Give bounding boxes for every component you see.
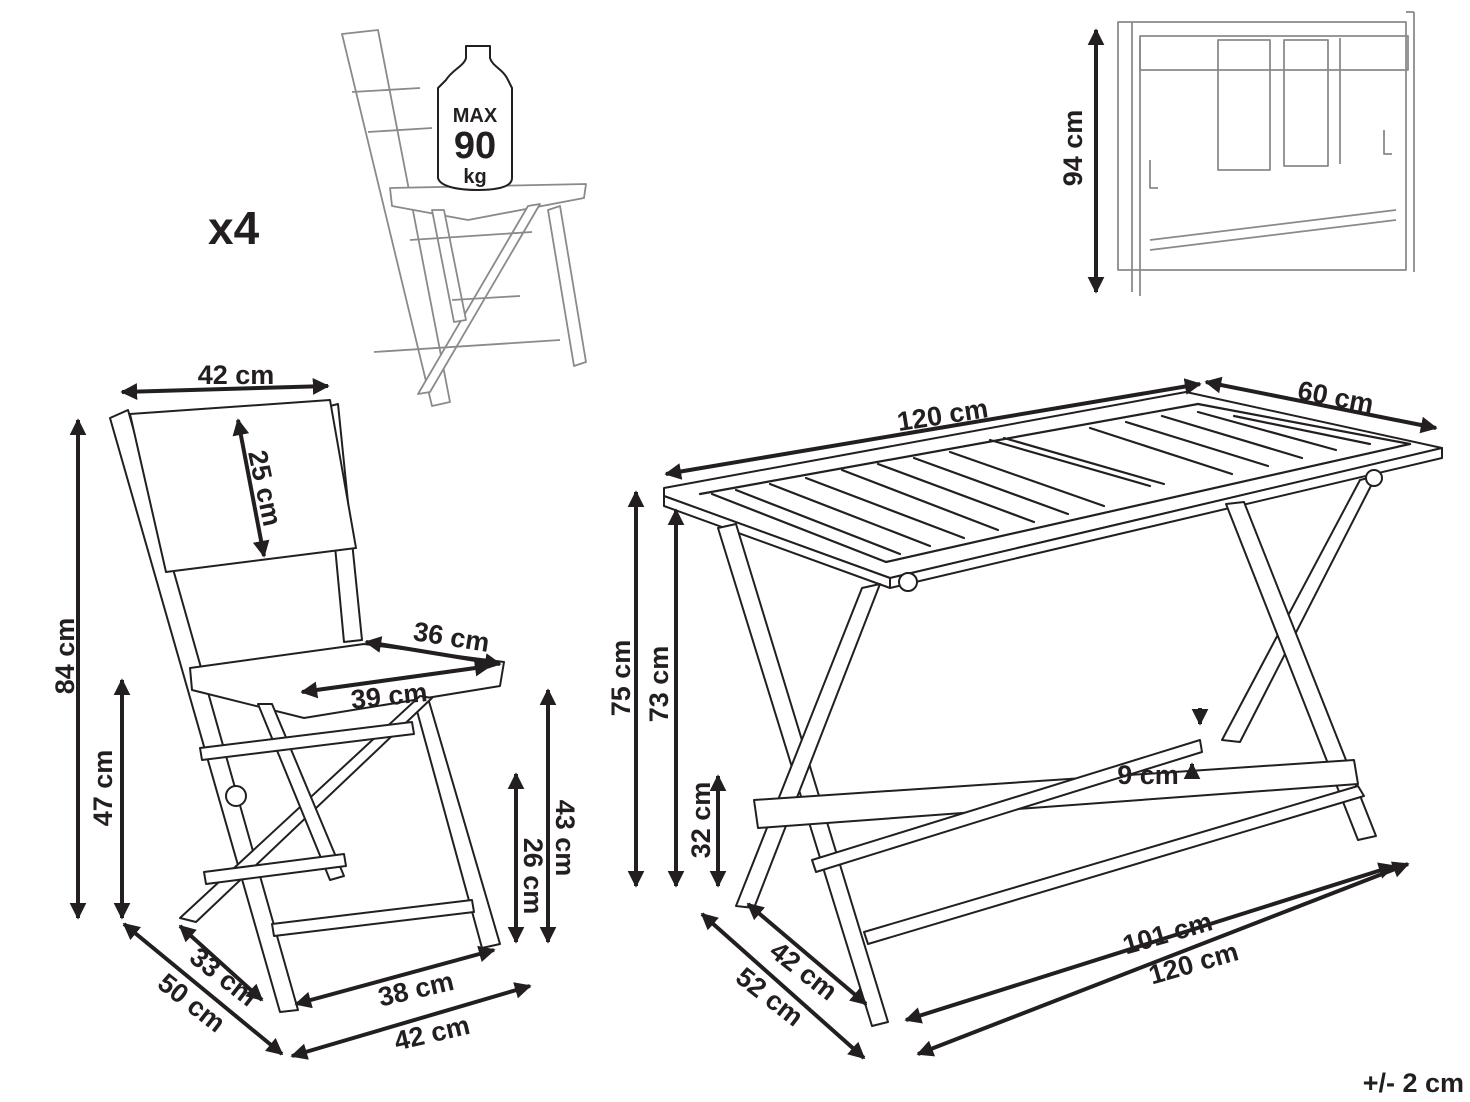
chair-crossbar-height-label: 26 cm — [518, 838, 548, 915]
table-depth-label: 60 cm — [1295, 375, 1376, 419]
tolerance-label: +/- 2 cm — [1363, 1068, 1464, 1098]
chair-front-height-label: 43 cm — [550, 800, 580, 877]
table-under-height-label: 73 cm — [644, 646, 674, 723]
table-drawing — [663, 391, 1443, 1027]
badge-max-text: MAX — [453, 105, 498, 127]
chair-inner-width-label: 38 cm — [375, 966, 456, 1012]
table-stretcher-offset-label: 9 cm — [1117, 760, 1179, 790]
chair-top-width-label: 42 cm — [198, 360, 275, 390]
chair-drawing — [109, 399, 505, 1013]
folded-height-label: 94 cm — [1058, 110, 1088, 187]
ghost-chair-drawing — [341, 29, 587, 407]
table-stretcher-height-label: 32 cm — [686, 782, 716, 859]
max-weight-badge: MAX 90 kg — [437, 45, 513, 191]
chair-base-width-label: 42 cm — [391, 1010, 472, 1056]
badge-unit-text: kg — [463, 166, 486, 188]
chair-seat-height-label: 47 cm — [88, 750, 118, 827]
set-count-label: x4 — [208, 202, 260, 254]
folded-table-drawing — [1117, 11, 1415, 296]
chair-total-height-label: 84 cm — [50, 618, 80, 695]
table-height-label: 75 cm — [606, 640, 636, 717]
dimension-arrows — [69, 28, 1438, 1060]
badge-weight-value: 90 — [454, 125, 496, 167]
